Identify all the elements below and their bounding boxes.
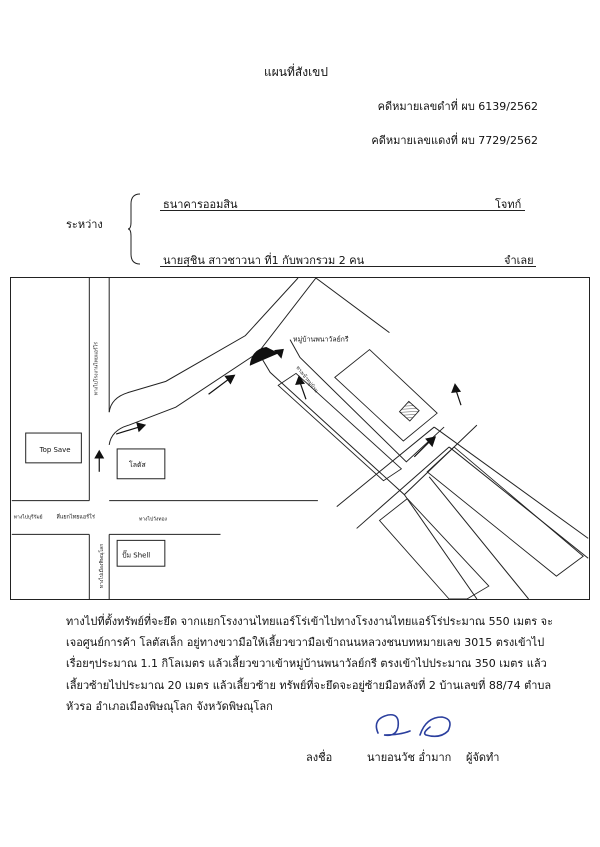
top-save-building: [25, 432, 82, 464]
defendant-underline: [160, 266, 536, 267]
intersection-label: สี่แยกไทยแอร์โร่: [56, 513, 95, 521]
signer-name: นายอนวัช อ่ำมาก: [367, 751, 452, 764]
plaintiff-role: โจทก์: [495, 198, 522, 211]
directions-line: ทางไปที่ตั้งทรัพย์ที่จะยึด จากแยกโรงงานไ…: [66, 615, 554, 628]
to-wangthong-label: ทางไปวังทอง: [139, 515, 168, 522]
location-map: Top Save โลตัส ปั๊ม Shell หมู่บ้านพนาวัล…: [10, 277, 590, 600]
target-property: [398, 400, 420, 422]
black-case-number: คดีหมายเลขดำที่ ผบ 6139/2562: [377, 100, 538, 113]
directions-line: เจอศูนย์การค้า โลตัสเล็ก อยู่ทางขวามือให…: [66, 636, 545, 650]
parties-brace: [128, 193, 141, 265]
defendant-role: จำเลย: [504, 254, 534, 267]
handwritten-signature: [375, 713, 451, 738]
lotus-building: [116, 448, 166, 480]
route-arrows: [94, 346, 462, 472]
road-north-label: ทางไปโรงงานไทยแอร์โร่: [92, 342, 99, 396]
house-rows: [277, 348, 584, 599]
shell-label: ปั๊ม Shell: [122, 549, 150, 559]
top-save-label: Top Save: [39, 446, 71, 454]
lotus-label: โลตัส: [129, 460, 146, 469]
between-label: ระหว่าง: [66, 218, 103, 231]
to-bangrakam-label: ทางไปบุรีรัมย์: [14, 514, 43, 521]
plaintiff-name: ธนาคารออมสิน: [163, 198, 238, 211]
village-label: หมู่บ้านพนาวัลย์กรี: [293, 336, 349, 344]
map-drawing: Top Save โลตัส ปั๊ม Shell หมู่บ้านพนาวัล…: [11, 278, 589, 599]
directions-line: หัวรอ อำเภอเมืองพิษณุโลก จังหวัดพิษณุโลก: [66, 699, 273, 713]
directions-paragraph: ทางไปที่ตั้งทรัพย์ที่จะยึด จากแยกโรงงานไ…: [66, 611, 554, 717]
directions-line: เลี้ยวซ้ายไปประมาณ 20 เมตร แล้วเลี้ยวซ้า…: [66, 678, 552, 692]
document-title: แผนที่สังเขป: [264, 65, 328, 79]
shell-station: [116, 539, 166, 567]
red-case-number: คดีหมายเลขแดงที่ ผบ 7729/2562: [371, 134, 538, 147]
signature-label: ลงชื่อ: [306, 751, 333, 764]
to-city-label: ทางไปเมืองพิษณุโลก: [98, 544, 105, 588]
plaintiff-underline: [160, 210, 525, 211]
directions-line: เรื่อยๆประมาณ 1.1 กิโลเมตร แล้วเลี้ยวขวา…: [66, 657, 547, 671]
defendant-name: นายสุชิน สาวชาวนา ที่1 กับพวกรวม 2 คน: [163, 254, 365, 267]
signer-role: ผู้จัดทำ: [466, 751, 500, 764]
